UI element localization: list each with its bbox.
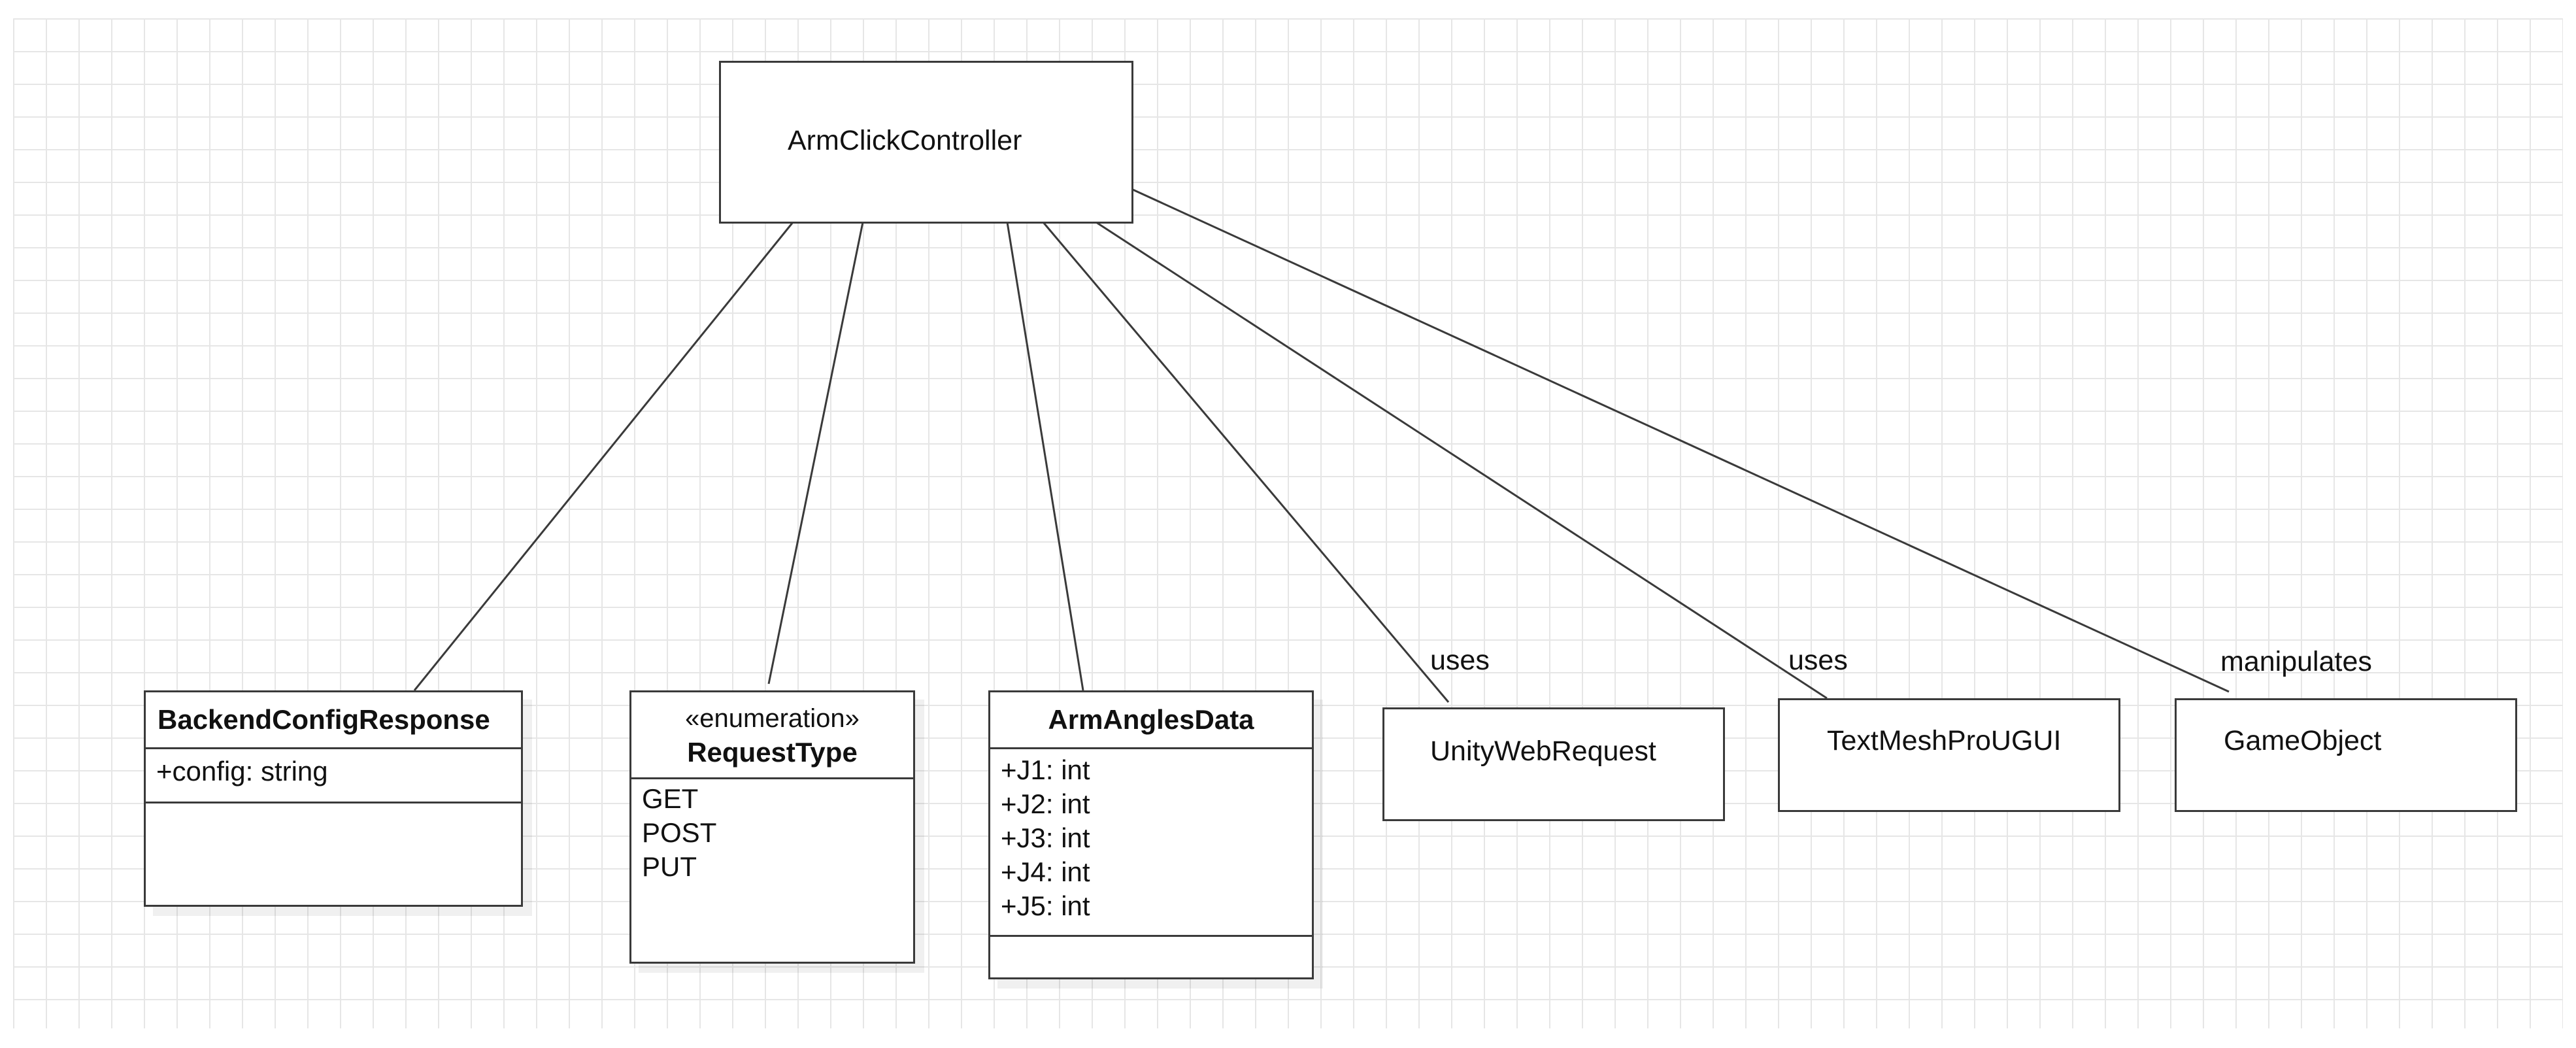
edge-label-manipulates-game-object: manipulates xyxy=(2220,646,2372,677)
request-type-name: RequestType xyxy=(687,737,858,768)
backend-config-response-operations xyxy=(146,802,521,905)
edge-to-backend-config-response xyxy=(413,222,794,691)
request-type-header: «enumeration» RequestType xyxy=(631,692,913,779)
attribute-j4: +J4: int xyxy=(1001,856,1090,887)
backend-config-response-attributes: +config: string xyxy=(146,749,521,802)
text-mesh-pro-ugui-box: TextMeshProUGUI xyxy=(1778,698,2120,812)
edge-to-text-mesh-pro-ugui xyxy=(1096,221,1828,700)
arm-click-controller-label: ArmClickController xyxy=(788,125,1022,156)
edge-to-arm-angles-data xyxy=(1006,222,1084,691)
attribute-j2: +J2: int xyxy=(1001,788,1090,819)
arm-angles-data-operations xyxy=(990,935,1312,977)
unity-web-request-box: UnityWebRequest xyxy=(1382,707,1725,821)
request-type-literals: GET POST PUT xyxy=(631,779,913,884)
edge-to-request-type xyxy=(767,222,864,685)
backend-config-response-header: BackendConfigResponse xyxy=(146,692,521,749)
edge-label-uses-unity-web-request: uses xyxy=(1430,645,1490,676)
arm-angles-data-class: ArmAnglesData +J1: int +J2: int +J3: int… xyxy=(988,690,1314,979)
arm-click-controller-box: ArmClickController xyxy=(719,61,1133,224)
arm-angles-data-attributes: +J1: int +J2: int +J3: int +J4: int +J5:… xyxy=(990,749,1312,935)
text-mesh-pro-ugui-label: TextMeshProUGUI xyxy=(1827,725,2062,756)
arm-angles-data-name: ArmAnglesData xyxy=(1048,704,1254,735)
attribute-config: +config: string xyxy=(156,756,328,786)
arm-angles-data-header: ArmAnglesData xyxy=(990,692,1312,749)
unity-web-request-label: UnityWebRequest xyxy=(1430,735,1656,767)
attribute-j1: +J1: int xyxy=(1001,754,1090,785)
literal-put: PUT xyxy=(642,851,697,882)
attribute-j5: +J5: int xyxy=(1001,890,1090,921)
edge-to-game-object xyxy=(1132,188,2230,693)
enumeration-stereotype: «enumeration» xyxy=(685,704,860,733)
game-object-box: GameObject xyxy=(2175,698,2517,812)
literal-post: POST xyxy=(642,817,717,848)
game-object-label: GameObject xyxy=(2224,725,2382,756)
backend-config-response-name: BackendConfigResponse xyxy=(158,704,490,735)
request-type-enumeration: «enumeration» RequestType GET POST PUT xyxy=(629,690,915,964)
literal-get: GET xyxy=(642,783,699,814)
edge-label-uses-text-mesh-pro: uses xyxy=(1788,645,1848,676)
backend-config-response-class: BackendConfigResponse +config: string xyxy=(144,690,523,907)
edge-to-unity-web-request xyxy=(1042,222,1450,703)
attribute-j3: +J3: int xyxy=(1001,822,1090,853)
